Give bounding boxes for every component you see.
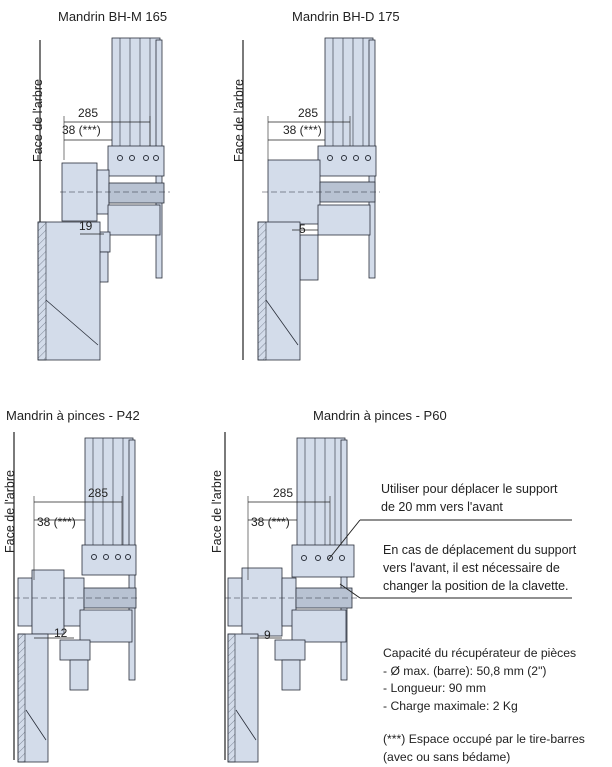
dim-bottom-p60: 9 xyxy=(264,628,271,642)
capacity-load: - Charge maximale: 2 Kg xyxy=(383,698,518,713)
dim-partial-bhd175: 38 (***) xyxy=(283,123,322,137)
chuck-body xyxy=(227,577,243,627)
dim-total-p42: 285 xyxy=(88,486,109,500)
footnote-line-1: (***) Espace occupé par le tire-barres xyxy=(383,732,585,746)
panel-title-bhd175: Mandrin BH-D 175 xyxy=(292,9,400,24)
support-block xyxy=(291,544,355,578)
dim-partial-bhm165: 38 (***) xyxy=(62,123,101,137)
chuck-body xyxy=(17,577,33,627)
dim-total-p60: 285 xyxy=(273,486,294,500)
support-column xyxy=(296,437,346,549)
panel-title-p60: Mandrin à pinces - P60 xyxy=(313,408,447,423)
capacity-diameter: - Ø max. (barre): 50,8 mm (2") xyxy=(383,663,547,678)
drawing-p60 xyxy=(224,432,572,763)
dim-bottom-p42: 12 xyxy=(54,626,68,640)
note-move-support-line-1: Utiliser pour déplacer le support xyxy=(381,482,558,496)
note-key-change: En cas de déplacement du support vers l'… xyxy=(383,541,608,595)
panel-title-p42: Mandrin à pinces - P42 xyxy=(6,408,140,423)
bar-shaft xyxy=(108,182,165,204)
note-move-support-line-2: de 20 mm vers l'avant xyxy=(381,500,503,514)
parts-catcher xyxy=(37,221,101,361)
support-column xyxy=(324,37,374,149)
note-move-support: Utiliser pour déplacer le support de 20 … xyxy=(381,480,606,516)
support-block xyxy=(81,544,137,576)
dim-bottom-bhm165: 19 xyxy=(79,219,93,233)
note-key-change-line-3: changer la position de la clavette. xyxy=(383,579,569,593)
dim-total-bhd175: 285 xyxy=(298,106,319,120)
dim-bottom-bhd175: 5 xyxy=(299,222,306,236)
note-key-change-line-1: En cas de déplacement du support xyxy=(383,543,577,557)
capacity-title: Capacité du récupérateur de pièces xyxy=(383,646,577,660)
drawing-bhm165 xyxy=(37,37,170,361)
dim-partial-p42: 38 (***) xyxy=(37,515,76,529)
panel-title-bhm165: Mandrin BH-M 165 xyxy=(58,9,168,24)
capacity-length: - Longueur: 90 mm xyxy=(383,681,486,695)
dim-total-bhm165: 285 xyxy=(78,106,99,120)
footnote-block: (***) Espace occupé par le tire-barres (… xyxy=(383,731,608,766)
capacity-block: Capacité du récupérateur de pièces - Ø m… xyxy=(383,645,608,715)
dim-partial-p60: 38 (***) xyxy=(251,515,290,529)
drawing-p42 xyxy=(13,432,140,763)
drawing-bhd175 xyxy=(242,37,380,361)
footnote-line-2: (avec ou sans bédame) xyxy=(383,749,511,764)
support-column xyxy=(111,37,161,149)
support-block xyxy=(107,145,165,177)
note-key-change-line-2: vers l'avant, il est nécessaire de xyxy=(383,561,560,575)
support-block xyxy=(317,145,377,177)
